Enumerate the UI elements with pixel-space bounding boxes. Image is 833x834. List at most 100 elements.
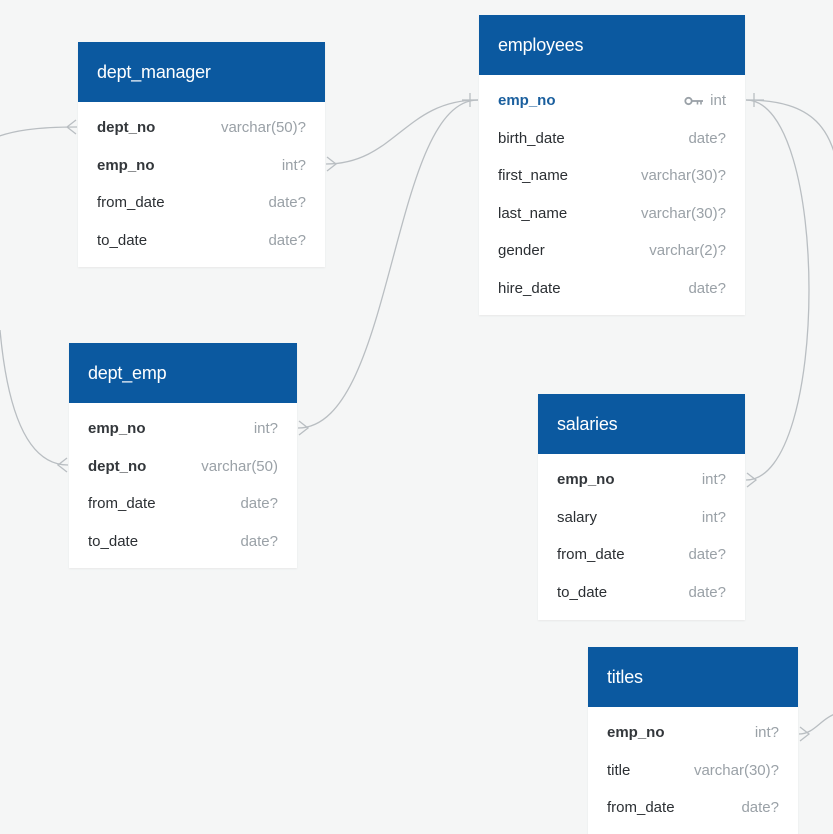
- field-type: date?: [268, 231, 306, 249]
- table-titles[interactable]: titles emp_no int? title varchar(30)? from_d…: [588, 647, 798, 834]
- field-type: date?: [240, 532, 278, 550]
- field-row-employees-5[interactable]: hire_date date?: [479, 270, 745, 308]
- connector-dept-manager-employees: [325, 99, 479, 165]
- field-type-group: int: [684, 92, 726, 109]
- field-name: emp_no: [88, 420, 146, 438]
- field-type: date?: [688, 583, 726, 601]
- many-marker-titles-emp-no: [799, 726, 811, 742]
- field-row-salaries-3[interactable]: to_date date?: [538, 574, 745, 612]
- field-name: birth_date: [498, 129, 565, 147]
- field-type: varchar(30)?: [640, 204, 726, 222]
- field-row-salaries-1[interactable]: salary int?: [538, 499, 745, 537]
- many-marker-dept-emp-dept-no: [56, 457, 68, 473]
- field-type: varchar(2)?: [649, 242, 726, 260]
- field-name: from_date: [607, 799, 675, 817]
- table-title: employees: [498, 34, 584, 55]
- field-type-group: int?: [282, 157, 306, 174]
- table-title: titles: [607, 666, 643, 687]
- table-title: dept_manager: [97, 61, 211, 82]
- field-type: date?: [741, 799, 779, 817]
- field-type-group: varchar(2)?: [649, 242, 726, 259]
- field-type-group: int?: [755, 724, 779, 741]
- field-name: first_name: [498, 167, 569, 185]
- field-type: varchar(30)?: [640, 167, 726, 185]
- many-marker-dept-manager-emp-no: [326, 156, 338, 172]
- field-name: emp_no: [97, 156, 155, 174]
- table-header-dept-manager[interactable]: dept_manager: [78, 42, 325, 102]
- field-type-group: date?: [268, 194, 306, 211]
- field-type: int?: [754, 724, 779, 742]
- field-list: emp_no int? title varchar(30)? from_date date…: [588, 707, 798, 834]
- connector-titles-emp-no: [798, 714, 833, 735]
- field-type-group: date?: [240, 495, 278, 512]
- field-type-group: int?: [702, 471, 726, 488]
- table-header-salaries[interactable]: salaries: [538, 394, 745, 454]
- field-type-group: date?: [240, 533, 278, 550]
- connector-employees-salaries: [745, 99, 810, 481]
- field-type: date?: [268, 194, 306, 212]
- field-type-group: date?: [268, 232, 306, 249]
- field-row-dept_emp-0[interactable]: emp_no int?: [69, 410, 297, 448]
- table-dept-emp[interactable]: dept_emp emp_no int? dept_no varchar(50) fro…: [69, 343, 297, 568]
- field-type: int?: [701, 471, 726, 489]
- field-type-group: date?: [688, 546, 726, 563]
- field-name: hire_date: [498, 279, 561, 297]
- field-row-titles-1[interactable]: title varchar(30)?: [588, 752, 798, 790]
- field-name: emp_no: [607, 724, 665, 742]
- connector-dept-emp-departments: [0, 329, 69, 466]
- table-title: dept_emp: [88, 362, 167, 383]
- field-row-titles-0[interactable]: emp_no int?: [588, 714, 798, 752]
- field-name: title: [607, 761, 631, 779]
- field-name: dept_no: [97, 119, 156, 137]
- field-type-group: date?: [688, 280, 726, 297]
- field-row-titles-2[interactable]: from_date date?: [588, 789, 798, 827]
- field-name: salary: [557, 508, 598, 526]
- field-type-group: varchar(50)?: [221, 119, 306, 136]
- connector-employees-titles: [745, 99, 833, 152]
- field-row-dept_manager-0[interactable]: dept_no varchar(50)?: [78, 109, 325, 147]
- field-name: dept_no: [88, 457, 147, 475]
- field-type: varchar(50): [201, 457, 278, 475]
- field-row-employees-0[interactable]: emp_no int: [479, 82, 745, 120]
- field-name: gender: [498, 242, 545, 260]
- field-type-group: varchar(30)?: [641, 167, 726, 184]
- field-type: date?: [688, 546, 726, 564]
- field-type-group: varchar(50): [201, 458, 278, 475]
- field-row-dept_emp-1[interactable]: dept_no varchar(50): [69, 448, 297, 486]
- connector-dept-manager-departments: [0, 126, 78, 137]
- field-type: varchar(30)?: [693, 761, 779, 779]
- field-row-employees-2[interactable]: first_name varchar(30)?: [479, 157, 745, 195]
- field-name: to_date: [557, 583, 608, 601]
- field-type-group: int?: [254, 420, 278, 437]
- table-dept-manager[interactable]: dept_manager dept_no varchar(50)? emp_no in…: [78, 42, 325, 267]
- table-header-dept-emp[interactable]: dept_emp: [69, 343, 297, 403]
- field-type: int?: [281, 156, 306, 174]
- table-title: salaries: [557, 413, 618, 434]
- field-type-group: int?: [702, 509, 726, 526]
- field-name: emp_no: [498, 92, 556, 110]
- field-row-employees-4[interactable]: gender varchar(2)?: [479, 232, 745, 270]
- field-type: date?: [240, 495, 278, 513]
- field-type-group: date?: [741, 799, 779, 816]
- field-type-group: varchar(30)?: [641, 205, 726, 222]
- field-type: date?: [688, 279, 726, 297]
- table-header-employees[interactable]: employees: [479, 15, 745, 75]
- table-header-titles[interactable]: titles: [588, 647, 798, 707]
- field-row-dept_manager-1[interactable]: emp_no int?: [78, 147, 325, 185]
- field-type-group: date?: [688, 584, 726, 601]
